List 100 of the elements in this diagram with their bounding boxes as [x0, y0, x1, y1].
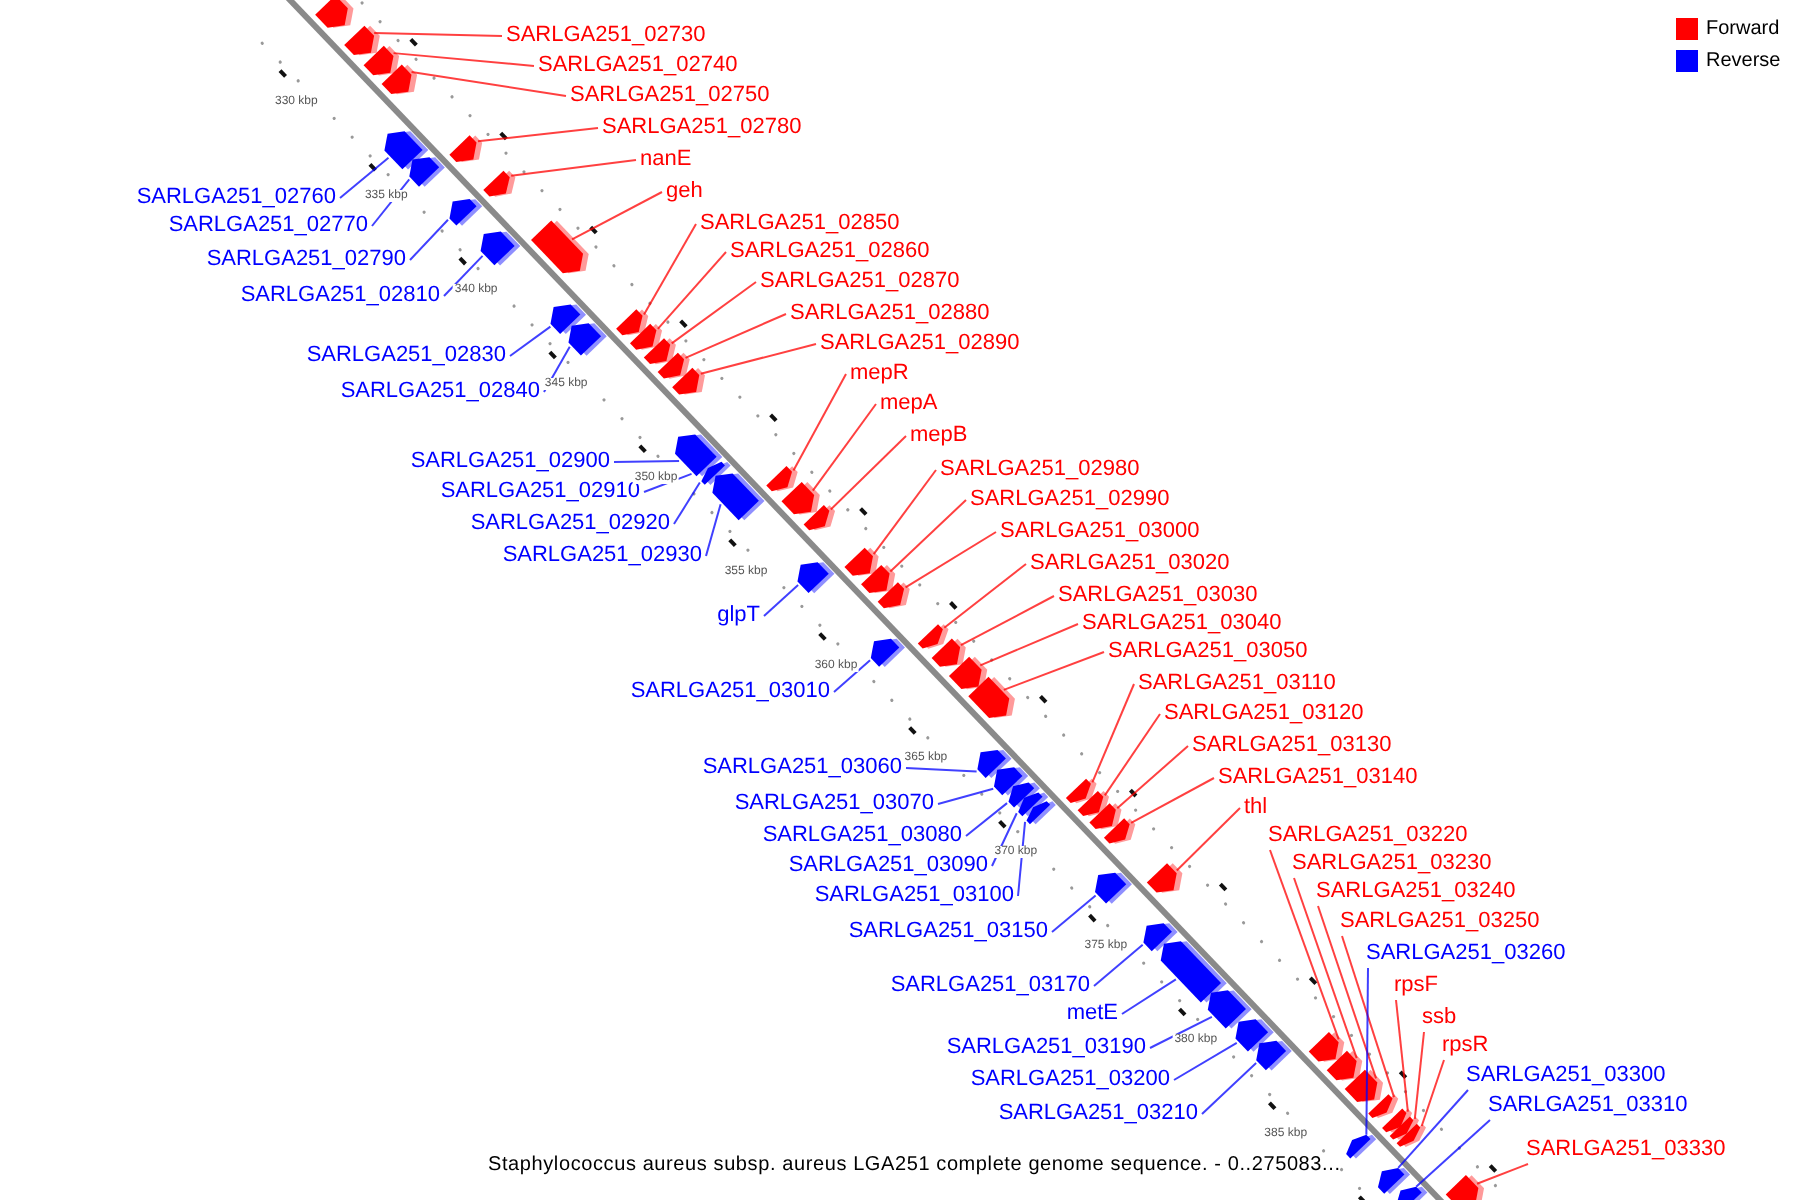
gene-block — [781, 481, 820, 515]
gene-block — [766, 466, 798, 492]
leader-line — [937, 787, 995, 805]
leader-line — [889, 499, 967, 573]
leader-line — [904, 531, 997, 589]
leader-line — [571, 191, 663, 241]
leader-line — [965, 802, 1009, 837]
gene-label: SARLGA251_03050 — [1108, 641, 1308, 663]
leader-line — [1397, 1089, 1469, 1169]
gene-block — [672, 367, 705, 395]
gene-label: nanE — [640, 149, 692, 171]
gene-label: SARLGA251_02730 — [506, 25, 706, 47]
leader-line — [476, 127, 599, 143]
gene-label: SARLGA251_03190 — [946, 1037, 1146, 1059]
gene-label: SARLGA251_02790 — [206, 249, 406, 271]
gene-label: SARLGA251_03100 — [814, 885, 1014, 907]
gene-block — [657, 352, 690, 379]
leader-line — [1175, 807, 1241, 872]
leader-line — [1103, 713, 1161, 797]
legend-label: Forward — [1706, 19, 1780, 39]
gene-label: SARLGA251_03040 — [1082, 613, 1282, 635]
leader-line — [1051, 894, 1097, 933]
leader-line — [392, 52, 535, 67]
gene-block — [449, 199, 483, 226]
gene-block — [797, 562, 835, 594]
gene-block — [363, 45, 400, 76]
leader-line — [1269, 849, 1340, 1041]
gene-label: SARLGA251_03310 — [1488, 1095, 1688, 1117]
leader-line — [1002, 651, 1105, 691]
leader-line — [1420, 1059, 1445, 1127]
leader-line — [943, 563, 1027, 629]
leader-line — [673, 481, 701, 525]
gene-block — [643, 338, 676, 365]
gene-label: SARLGA251_03210 — [998, 1103, 1198, 1125]
gene-label: SARLGA251_03090 — [788, 855, 988, 877]
leader-line — [1415, 1119, 1491, 1188]
leader-line — [833, 659, 872, 693]
leader-line — [959, 595, 1055, 647]
gene-block — [568, 323, 607, 356]
gene-label: SARLGA251_02980 — [940, 459, 1140, 481]
gene-label: SARLGA251_03140 — [1218, 767, 1418, 789]
gene-label: SARLGA251_02760 — [136, 187, 336, 209]
gene-label: SARLGA251_03060 — [702, 757, 902, 779]
gene-label: SARLGA251_03020 — [1030, 553, 1230, 575]
gene-block — [712, 473, 765, 521]
leader-line — [443, 254, 484, 297]
gene-label: SARLGA251_02840 — [340, 381, 540, 403]
gene-block — [1368, 1094, 1399, 1118]
leader-line — [1413, 1031, 1425, 1120]
gene-block — [480, 231, 521, 266]
gene-label: SARLGA251_02850 — [700, 213, 900, 235]
gene-block — [1326, 1050, 1363, 1081]
leader-line — [1091, 683, 1135, 784]
gene-block — [1308, 1032, 1345, 1062]
gene-block — [483, 170, 516, 197]
gene-label: SARLGA251_03080 — [762, 825, 962, 847]
gene-block — [629, 323, 663, 350]
gene-label: SARLGA251_03300 — [1466, 1065, 1666, 1087]
leader-line — [991, 812, 1018, 867]
gene-block — [315, 0, 354, 28]
leader-line — [905, 767, 978, 773]
gene-label: SARLGA251_03000 — [1000, 521, 1200, 543]
gene-block — [1256, 1040, 1292, 1071]
gene-block — [531, 220, 589, 274]
leader-line — [872, 469, 937, 556]
gene-label: SARLGA251_02750 — [570, 85, 770, 107]
gene-label: SARLGA251_03150 — [848, 921, 1048, 943]
gene-block — [1160, 941, 1227, 1003]
gene-block — [409, 157, 445, 187]
leader-line — [339, 156, 390, 199]
leader-line — [1293, 877, 1358, 1060]
leader-line — [509, 325, 552, 357]
leader-line — [792, 373, 847, 472]
leader-line — [643, 223, 697, 316]
gene-label: SARLGA251_03220 — [1268, 825, 1468, 847]
gene-block — [1344, 1069, 1384, 1103]
leader-line — [409, 218, 449, 261]
leader-line — [410, 70, 567, 97]
leader-line — [371, 178, 411, 227]
leader-line — [811, 403, 877, 492]
gene-label: SARLGA251_03010 — [630, 681, 830, 703]
leader-line — [1116, 745, 1189, 810]
gene-label: SARLGA251_03330 — [1526, 1139, 1726, 1161]
gene-label: SARLGA251_03200 — [970, 1069, 1170, 1091]
leader-line — [613, 459, 681, 463]
leader-line — [670, 281, 757, 345]
leader-line — [1093, 943, 1144, 987]
gene-label: SARLGA251_02910 — [440, 481, 640, 503]
gene-block — [1089, 803, 1122, 830]
leader-line — [1395, 999, 1409, 1113]
gene-label: rpsR — [1442, 1035, 1489, 1057]
gene-label: SARLGA251_02930 — [502, 545, 702, 567]
leader-line — [1017, 820, 1027, 897]
gene-block — [1103, 818, 1136, 844]
leader-line — [1341, 935, 1396, 1099]
gene-label: metE — [1066, 1003, 1118, 1025]
gene-label: SARLGA251_02770 — [168, 215, 368, 237]
gene-label: SARLGA251_02810 — [240, 285, 440, 307]
leader-line — [684, 313, 787, 359]
gene-block — [1026, 801, 1056, 825]
